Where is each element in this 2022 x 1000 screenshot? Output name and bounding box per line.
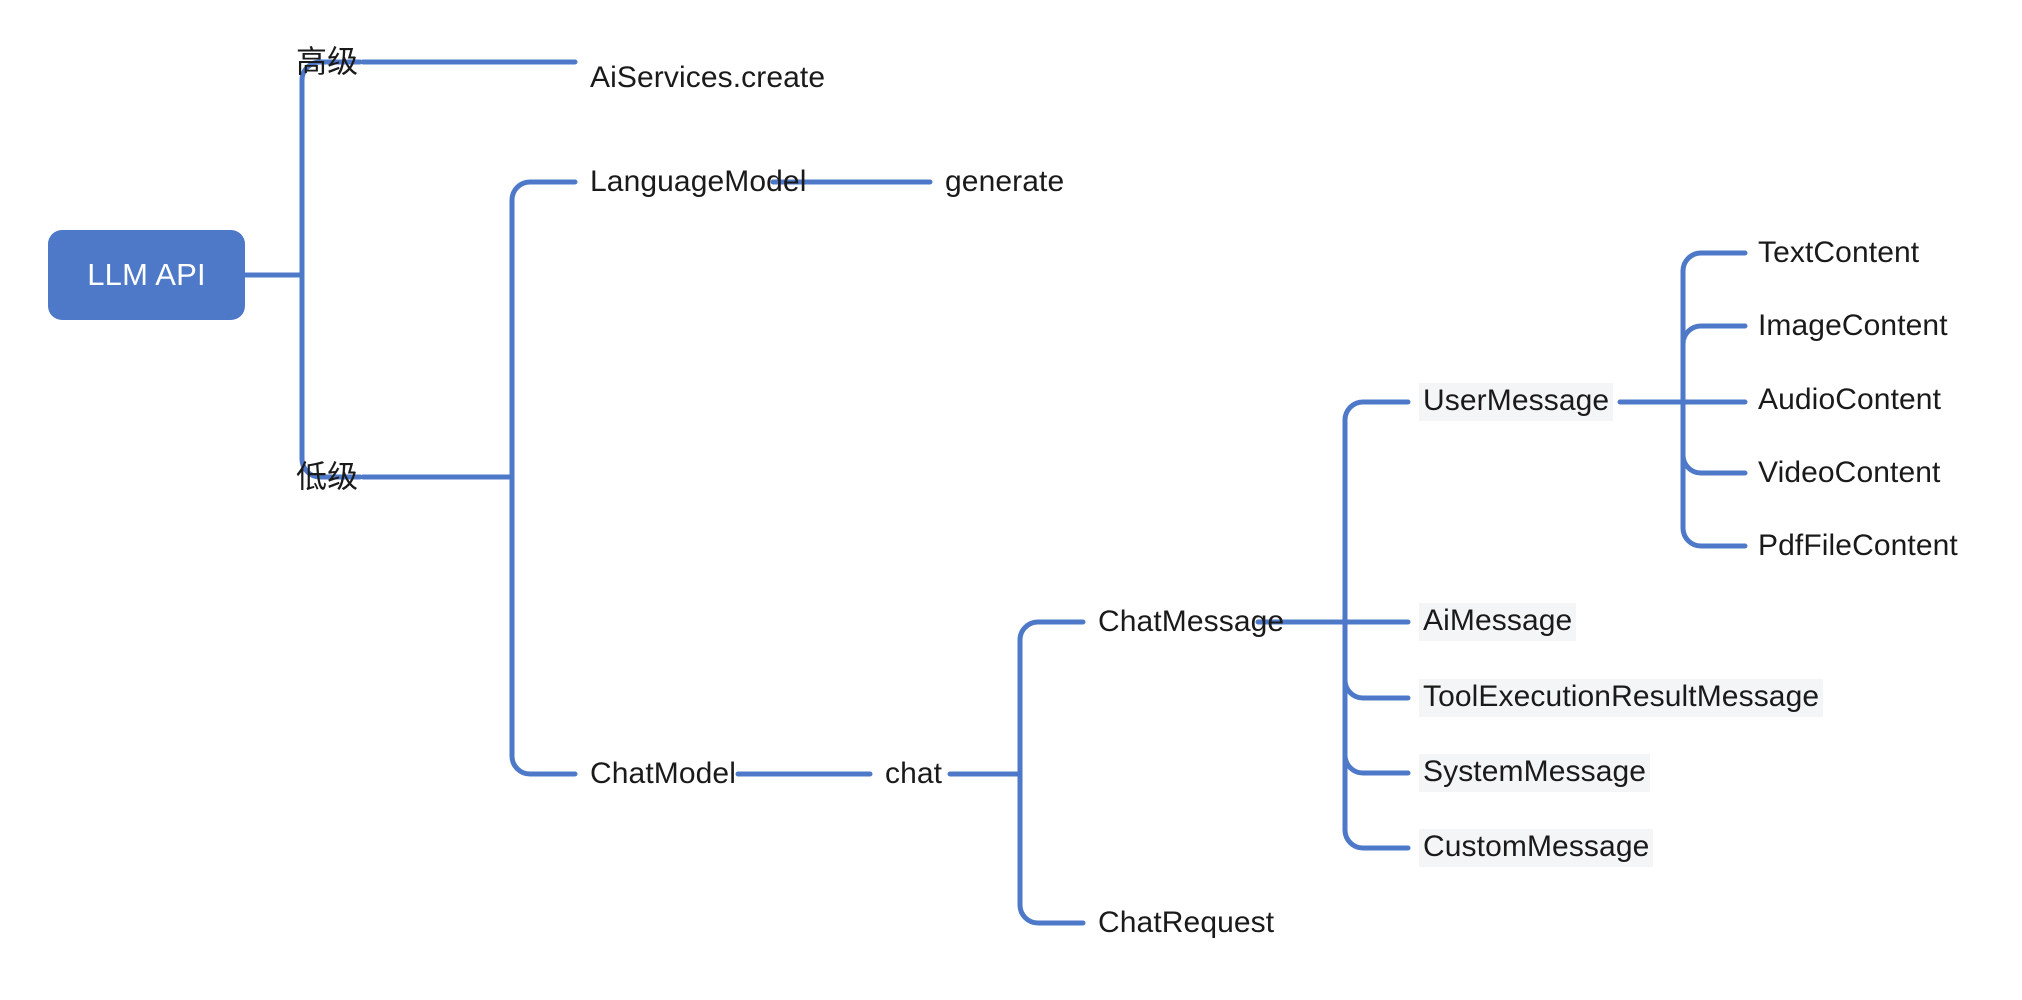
node-ai-message[interactable]: AiMessage — [1419, 603, 1577, 641]
wire-bus3-to-chat-request — [1017, 771, 1086, 926]
node-tool-execution-result-message[interactable]: ToolExecutionResultMessage — [1419, 679, 1824, 717]
wire-bus4-to-user-message — [1342, 399, 1411, 625]
wire-bus5-to-image-content — [1680, 323, 1748, 405]
node-system-message[interactable]: SystemMessage — [1419, 754, 1651, 792]
node-generate[interactable]: generate — [945, 165, 1065, 198]
wire-bus3-to-chat-message — [1017, 619, 1086, 777]
wire-bus4-to-tool-execution-result-message — [1342, 619, 1411, 701]
root-node-llm-api[interactable]: LLM API — [48, 230, 245, 320]
wire-bus5-to-pdf-file-content — [1680, 399, 1748, 549]
root-node-label: LLM API — [87, 257, 206, 292]
wire-bus-to-high-level — [299, 59, 363, 278]
node-text-content[interactable]: TextContent — [1758, 236, 1920, 269]
node-user-message[interactable]: UserMessage — [1419, 383, 1614, 421]
node-custom-message[interactable]: CustomMessage — [1419, 829, 1654, 867]
wire-bus4-to-system-message — [1342, 619, 1411, 776]
node-image-content[interactable]: ImageContent — [1758, 309, 1948, 342]
node-audio-content[interactable]: AudioContent — [1758, 383, 1942, 416]
wire-bus2-to-language-model — [509, 179, 578, 480]
node-aiservices-create[interactable]: AiServices.create — [590, 61, 826, 94]
node-chat-request[interactable]: ChatRequest — [1098, 906, 1275, 939]
node-language-model[interactable]: LanguageModel — [590, 165, 807, 198]
node-pdf-file-content[interactable]: PdfFileContent — [1758, 529, 1958, 562]
node-chat-model[interactable]: ChatModel — [590, 757, 736, 790]
wire-bus5-to-video-content — [1680, 399, 1748, 476]
wire-bus2-to-chat-model — [509, 474, 578, 777]
node-video-content[interactable]: VideoContent — [1758, 456, 1941, 489]
node-low-level[interactable]: 低级 — [296, 459, 359, 495]
wire-bus5-to-text-content — [1680, 250, 1748, 405]
wire-bus-to-low-level — [299, 272, 363, 480]
node-high-level[interactable]: 高级 — [296, 44, 359, 80]
wire-bus4-to-custom-message — [1342, 619, 1411, 851]
node-chat[interactable]: chat — [885, 757, 943, 790]
node-chat-message[interactable]: ChatMessage — [1098, 605, 1285, 638]
